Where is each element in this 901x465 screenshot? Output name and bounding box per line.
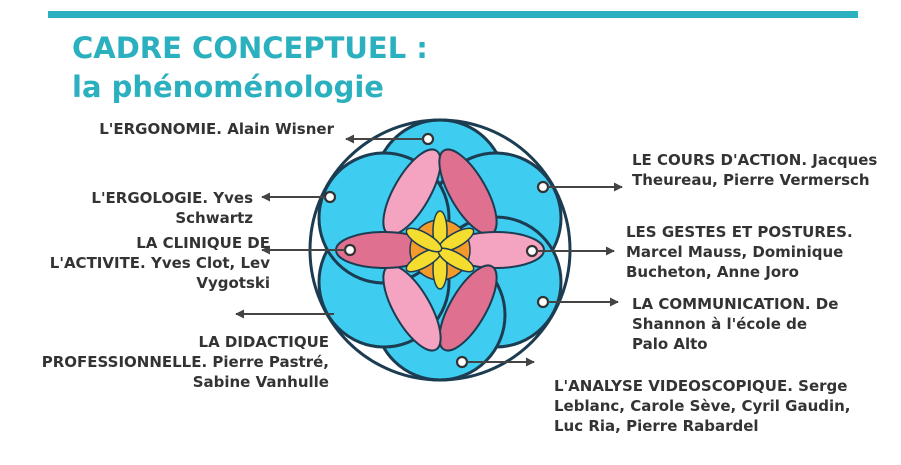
page-title: CADRE CONCEPTUEL : (72, 31, 428, 65)
dot-clinique (343, 243, 357, 257)
label-didactique: LA DIDACTIQUE PROFESSIONNELLE. Pierre Pa… (41, 333, 329, 391)
dot-ergonomie (421, 132, 435, 146)
top-accent-bar (48, 11, 858, 18)
dot-ergologie (323, 190, 337, 204)
dot-cours-action (536, 180, 550, 194)
label-gestes: LES GESTES ET POSTURES. Marcel Mauss, Do… (626, 223, 853, 281)
petal-pink (438, 264, 498, 352)
dot-analyse (455, 355, 469, 369)
dot-gestes (525, 244, 539, 258)
page-subtitle: la phénoménologie (72, 70, 384, 104)
label-clinique: LA CLINIQUE DE L'ACTIVITE. Yves Clot, Le… (49, 234, 270, 292)
label-communication: LA COMMUNICATION. De Shannon à l'école d… (632, 295, 839, 353)
label-ergologie: L'ERGOLOGIE. Yves Schwartz (91, 189, 253, 227)
label-cours-action: LE COURS D'ACTION. Jacques Theureau, Pie… (632, 151, 878, 189)
petal-yellow (405, 227, 443, 253)
label-ergonomie: L'ERGONOMIE. Alain Wisner (99, 120, 334, 138)
label-analyse: L'ANALYSE VIDEOSCOPIQUE. Serge Leblanc, … (554, 377, 851, 435)
dot-communication (536, 295, 550, 309)
